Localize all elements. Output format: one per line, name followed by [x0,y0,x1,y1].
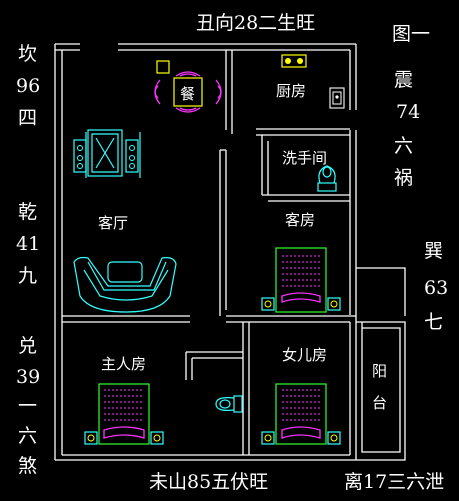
room-washroom: 洗手间 [282,149,327,167]
master-bed-icon [84,383,164,445]
daughter-bed-icon [261,383,341,445]
right-label-zhen: 震 74 六 祸 [394,69,420,189]
left-label-kan: 坎 96 四 [16,43,40,129]
wall-stub [219,149,227,176]
room-master: 主人房 [101,355,146,373]
wall-bath-master [185,351,243,380]
wall-living-guest [219,170,227,316]
left-label-dui-star2: 六 [18,425,37,447]
left-label-qian: 乾 41 九 [16,201,40,287]
sofa-icon [73,256,177,313]
wall-top [55,43,356,51]
right-label-xun-number: 63 [424,277,448,299]
wall-right-upper [349,44,357,322]
left-label-dui-trigram: 兑 [18,335,37,357]
wall-washroom [261,135,350,202]
room-daughter: 女儿房 [282,346,327,364]
wall-guest-window [356,267,406,316]
left-label-qian-star: 九 [18,265,37,287]
room-living: 客厅 [98,214,128,232]
wall-kitchen-left [225,50,233,134]
right-label-xun-star: 七 [424,311,443,333]
right-label-xun-trigram: 巽 [424,240,443,262]
wall-left [54,44,63,460]
left-label-dui-note: 煞 [18,455,37,477]
bottom-left-label: 未山85五伏旺 [149,471,268,493]
left-label-qian-number: 41 [16,233,40,255]
wall-right-lower [349,322,357,460]
left-label-kan-star: 四 [18,107,37,129]
right-label-xun: 巽 63 七 [424,240,448,333]
left-label-kan-trigram: 坎 [18,43,37,65]
tv-cabinet-icon [73,129,141,178]
walls [54,43,406,461]
wall-kitchen-bottom [256,128,350,136]
master-toilet-icon [215,395,243,413]
right-label-zhen-star: 六 [394,135,413,157]
wall-bed-divider [242,322,250,455]
bottom-right-label: 离17三六泄 [344,471,444,493]
left-label-dui: 兑 39 一 六 煞 [16,335,40,477]
room-kitchen: 厨房 [276,82,306,100]
right-label-zhen-note: 祸 [394,167,413,189]
right-label-zhen-trigram: 震 [394,69,413,91]
left-label-dui-number: 39 [16,366,40,388]
wall-bottom [55,454,356,461]
title-top: 丑向28二生旺 [196,12,315,34]
toilet-icon [317,165,337,192]
wall-balcony [356,321,406,461]
room-balcony-top: 阳 [372,362,387,380]
left-label-dui-star: 一 [18,395,37,417]
left-label-kan-number: 96 [16,75,40,97]
room-guest: 客房 [285,211,315,229]
right-label-zhen-number: 74 [396,101,420,123]
guest-bed-icon [261,247,341,313]
sink-icon [329,87,345,109]
room-dining: 餐 [180,85,195,103]
stove-icon [281,54,307,68]
room-balcony-bottom: 台 [372,394,387,412]
dining-table-icon [154,60,222,113]
left-label-qian-trigram: 乾 [18,201,37,223]
wall-bedroom-top [62,315,356,323]
figure-label: 图一 [392,23,430,45]
